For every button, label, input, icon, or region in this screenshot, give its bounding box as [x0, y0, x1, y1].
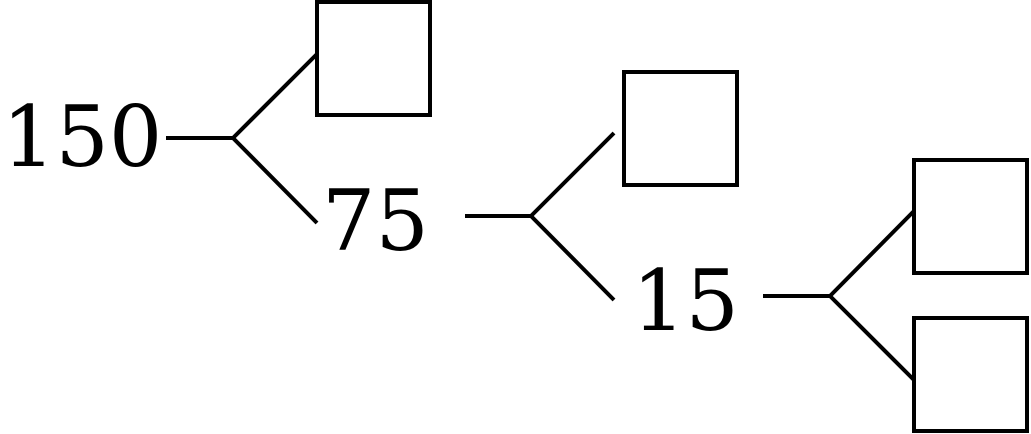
- edge-150-to-75: [231, 136, 319, 225]
- edge-150-to-box-1: [231, 52, 319, 140]
- edge-75-to-box-2: [529, 131, 616, 218]
- branches-75: [465, 131, 616, 302]
- edge-15-to-box-3: [828, 209, 916, 298]
- blank-box-4[interactable]: [912, 316, 1029, 433]
- branches-15: [763, 209, 916, 382]
- node-150-label: 150: [2, 88, 162, 186]
- branches-150: [166, 52, 319, 225]
- node-15-label: 15: [632, 252, 739, 350]
- edge-75-to-15: [529, 214, 616, 302]
- blank-box-1[interactable]: [315, 0, 432, 117]
- edge-15-to-box-4: [828, 294, 916, 382]
- node-75-label: 75: [322, 172, 429, 270]
- blank-box-3[interactable]: [912, 158, 1029, 275]
- blank-box-2[interactable]: [622, 70, 739, 187]
